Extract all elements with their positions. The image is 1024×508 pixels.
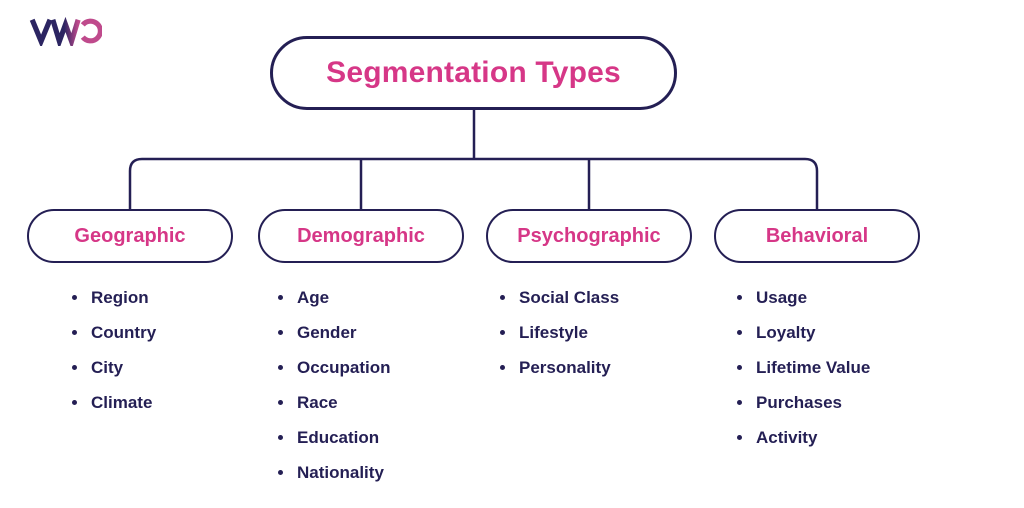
list-item-label: Age [297, 287, 330, 307]
list-item: Nationality [278, 455, 391, 490]
list-item-label: Education [297, 427, 380, 447]
list-item-label: Nationality [297, 462, 384, 482]
bullet-icon [500, 295, 505, 300]
list-item-label: Social Class [519, 287, 620, 307]
bullet-icon [737, 365, 742, 370]
list-item: Climate [72, 385, 156, 420]
root-node-segmentation-types: Segmentation Types [270, 36, 677, 110]
list-item: Activity [737, 420, 870, 455]
list-item: Lifetime Value [737, 350, 870, 385]
branch-node-geographic: Geographic [27, 209, 233, 263]
bullet-icon [72, 330, 77, 335]
list-item-label: Race [297, 392, 338, 412]
list-item-label: Climate [91, 392, 153, 412]
list-item: Usage [737, 280, 870, 315]
branch-label: Geographic [74, 224, 186, 247]
branch-node-psychographic: Psychographic [486, 209, 692, 263]
list-item: Purchases [737, 385, 870, 420]
vwo-logo-icon [29, 16, 102, 46]
bullet-icon [737, 435, 742, 440]
bullet-icon [72, 365, 77, 370]
list-item-label: Occupation [297, 357, 391, 377]
list-item-label: Lifetime Value [756, 357, 871, 377]
bullet-icon [737, 400, 742, 405]
list-item-label: Loyalty [756, 322, 816, 342]
list-item: Occupation [278, 350, 391, 385]
bullet-icon [278, 470, 283, 475]
bullet-icon [278, 435, 283, 440]
list-item-label: Purchases [756, 392, 842, 412]
list-item-label: Region [91, 287, 149, 307]
list-item: City [72, 350, 156, 385]
list-item: Personality [500, 350, 619, 385]
list-item-label: Personality [519, 357, 611, 377]
bullet-icon [737, 330, 742, 335]
list-item-label: Lifestyle [519, 322, 588, 342]
branch-node-behavioral: Behavioral [714, 209, 920, 263]
branch-node-demographic: Demographic [258, 209, 464, 263]
bullet-icon [72, 295, 77, 300]
bullet-icon [278, 330, 283, 335]
list-item: Gender [278, 315, 391, 350]
bullet-icon [500, 365, 505, 370]
list-item-label: Activity [756, 427, 818, 447]
list-item-label: City [91, 357, 124, 377]
branch-label: Psychographic [517, 224, 661, 247]
list-item: Loyalty [737, 315, 870, 350]
branch-label: Behavioral [765, 224, 869, 247]
list-item: Lifestyle [500, 315, 619, 350]
bullet-icon [278, 365, 283, 370]
list-item: Region [72, 280, 156, 315]
list-item-label: Usage [756, 287, 808, 307]
list-item: Education [278, 420, 391, 455]
list-item: Social Class [500, 280, 619, 315]
bullet-icon [72, 400, 77, 405]
connector-bracket [128, 157, 819, 210]
bullet-icon [500, 330, 505, 335]
branch-label: Demographic [297, 224, 425, 247]
bullet-icon [737, 295, 742, 300]
list-item: Age [278, 280, 391, 315]
list-item-label: Country [91, 322, 157, 342]
list-item-label: Gender [297, 322, 357, 342]
list-item: Race [278, 385, 391, 420]
list-item: Country [72, 315, 156, 350]
diagram-title: Segmentation Types [326, 56, 621, 89]
bullet-icon [278, 295, 283, 300]
bullet-icon [278, 400, 283, 405]
